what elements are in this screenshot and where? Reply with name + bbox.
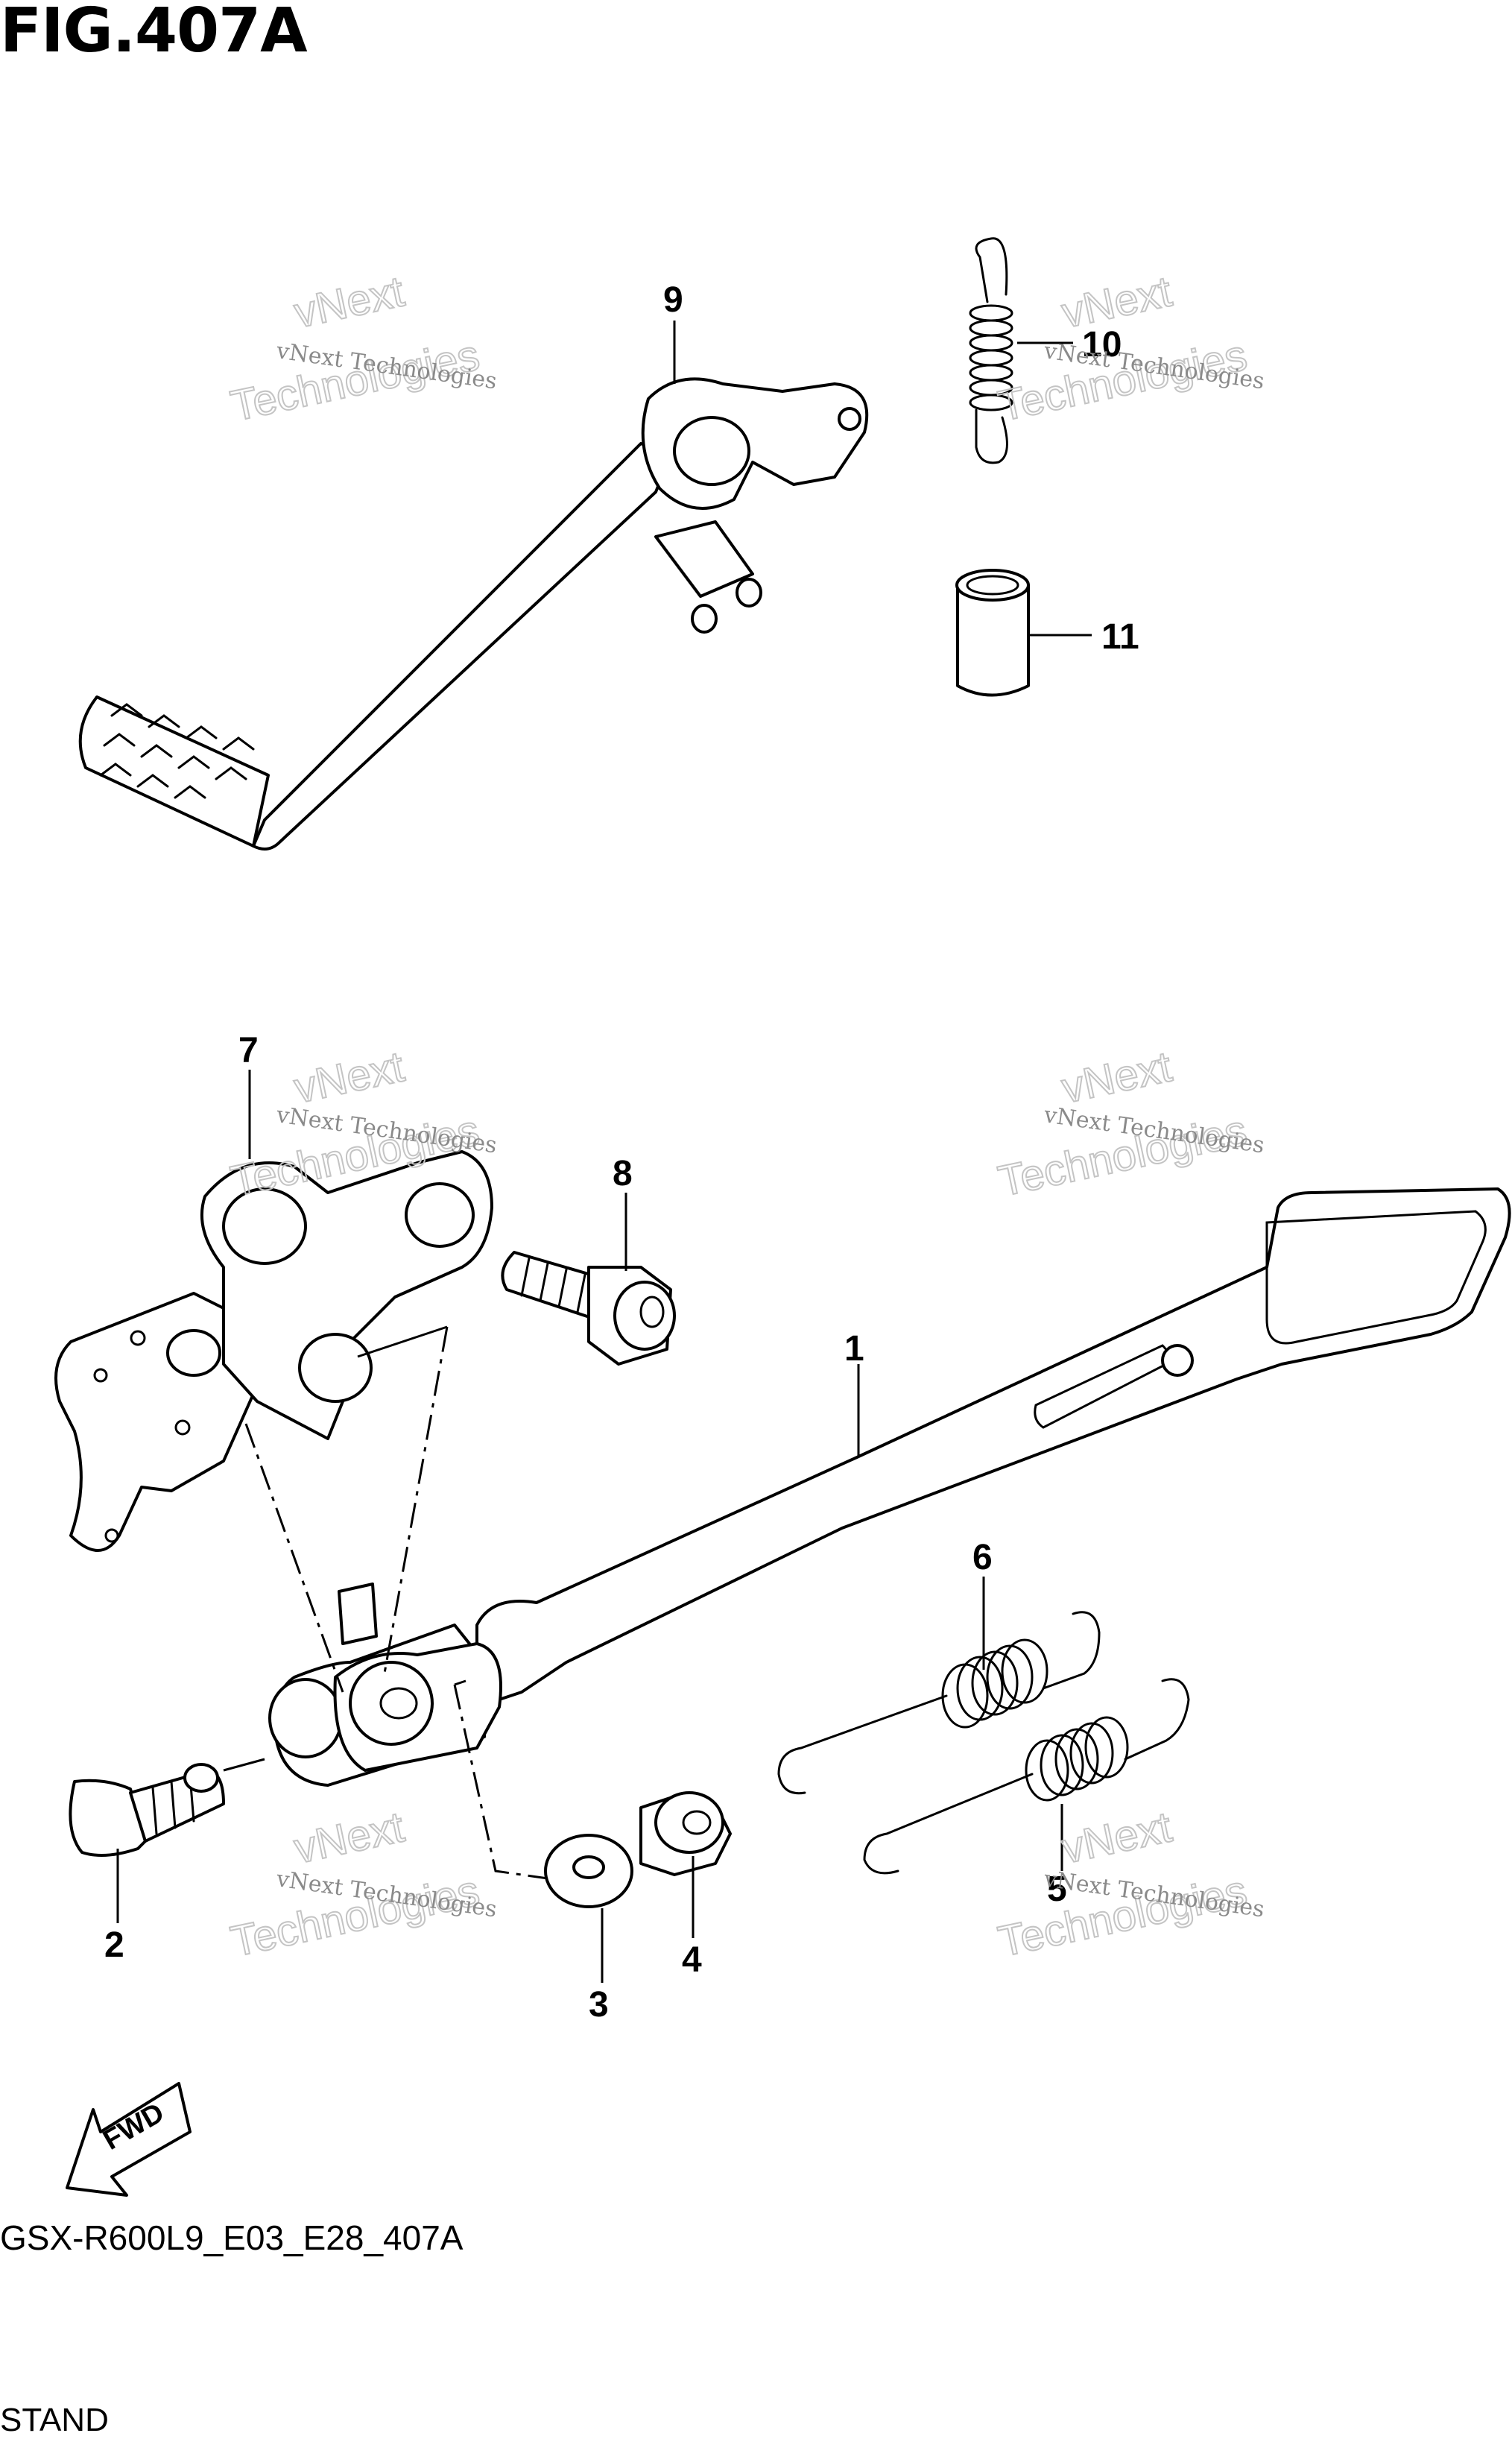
leader-lines bbox=[116, 321, 1092, 1983]
svg-text:vNext: vNext bbox=[290, 1802, 408, 1872]
watermark-top-right: vNext Technologies vNext Technologies bbox=[993, 266, 1266, 431]
part-2-pivot-bolt bbox=[69, 1763, 225, 1857]
part-6-spring bbox=[777, 1611, 1101, 1795]
callout-3: 3 bbox=[589, 1985, 609, 2025]
svg-text:vNext: vNext bbox=[1057, 1042, 1176, 1112]
fwd-arrow-icon: FWD bbox=[66, 2082, 192, 2197]
section-name: STAND bbox=[0, 2402, 109, 2438]
svg-text:vNext: vNext bbox=[290, 267, 408, 337]
svg-text:vNext: vNext bbox=[1057, 1802, 1176, 1872]
watermark-bottom-right: vNext Technologies vNext Technologies bbox=[993, 1802, 1266, 1966]
part-1-stand bbox=[268, 1187, 1511, 1787]
svg-text:vNext: vNext bbox=[290, 1042, 408, 1112]
part-4-nut bbox=[639, 1791, 732, 1876]
figure-title: FIG.407A bbox=[0, 0, 308, 66]
svg-text:vNext: vNext bbox=[1057, 267, 1176, 337]
part-11-collar bbox=[955, 569, 1030, 697]
part-7-bracket bbox=[54, 1150, 493, 1552]
part-8-bolt bbox=[501, 1251, 676, 1366]
assembly-lines bbox=[223, 1325, 548, 1880]
watermark-middle-right: vNext Technologies vNext Technologies bbox=[993, 1041, 1266, 1206]
callout-10: 10 bbox=[1082, 325, 1122, 365]
callouts: 1 2 3 4 5 6 7 8 9 10 11 bbox=[104, 280, 1139, 2025]
callout-6: 6 bbox=[972, 1538, 993, 1577]
part-3-washer bbox=[544, 1834, 633, 1908]
watermark-top-left: vNext Technologies vNext Technologies bbox=[226, 266, 499, 431]
part-5-spring bbox=[863, 1678, 1190, 1875]
callout-4: 4 bbox=[682, 1940, 702, 1980]
watermark-bottom-left: vNext Technologies vNext Technologies bbox=[226, 1802, 499, 1966]
callout-9: 9 bbox=[663, 280, 683, 320]
callout-11: 11 bbox=[1101, 617, 1139, 657]
callout-2: 2 bbox=[104, 1925, 124, 1965]
part-10-spring bbox=[969, 237, 1013, 464]
callout-1: 1 bbox=[844, 1329, 864, 1369]
callout-8: 8 bbox=[613, 1154, 633, 1193]
callout-5: 5 bbox=[1047, 1870, 1067, 1909]
part-9-pedal bbox=[78, 377, 869, 851]
callout-7: 7 bbox=[238, 1031, 259, 1070]
diagram-code: GSX-R600L9_E03_E28_407A bbox=[0, 2218, 464, 2257]
